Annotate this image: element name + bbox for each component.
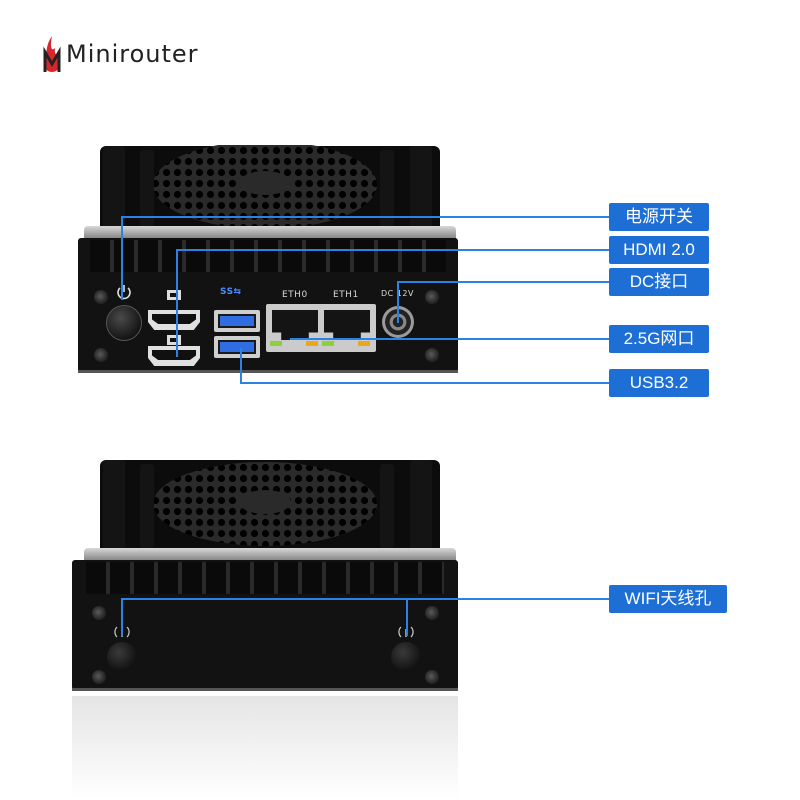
callout-line	[397, 281, 609, 283]
screw	[425, 670, 439, 684]
callout-line	[406, 598, 408, 636]
callout-lan: 2.5G网口	[609, 325, 709, 353]
callout-dc: DC接口	[609, 268, 709, 296]
case-edge	[78, 370, 458, 373]
eth1-led-activity	[358, 341, 370, 346]
screw	[425, 348, 439, 362]
screw	[94, 348, 108, 362]
screw	[425, 606, 439, 620]
usb-ss-icon: SS⇆	[220, 287, 242, 297]
heatsink-fin	[140, 150, 154, 230]
heatsink-fin	[103, 460, 125, 552]
screw	[92, 670, 106, 684]
callout-usb: USB3.2	[609, 369, 709, 397]
callout-line	[397, 281, 399, 323]
flame-logo-icon	[43, 36, 61, 72]
heatsink-fin	[103, 146, 125, 236]
screw	[425, 290, 439, 304]
hdmi-icon	[167, 288, 181, 300]
callout-line	[176, 249, 178, 357]
heatsink-fin	[380, 150, 394, 230]
power-button[interactable]	[106, 305, 142, 341]
wifi-antenna-hole-left[interactable]	[107, 642, 137, 672]
hdmi-port-1-slot	[152, 314, 196, 324]
floor-reflection	[72, 696, 458, 800]
logo-text: Minirouter	[66, 40, 199, 68]
brand-logo: Minirouter	[40, 34, 199, 74]
case-bevel	[84, 226, 456, 240]
eth1-led-link	[322, 341, 334, 346]
screw	[92, 606, 106, 620]
callout-line	[240, 382, 609, 384]
case-edge	[72, 688, 458, 691]
eth1-label: ETH1	[333, 290, 359, 300]
usb-port-2[interactable]	[214, 336, 260, 358]
usb-port-1[interactable]	[214, 310, 260, 332]
eth0-led-activity	[306, 341, 318, 346]
heatsink-fin	[410, 460, 432, 552]
callout-line	[121, 598, 609, 600]
case-bevel	[84, 548, 456, 562]
hdmi-port-2-slot	[152, 350, 196, 360]
vent-row	[90, 240, 446, 272]
callout-line	[290, 338, 609, 340]
eth0-label: ETH0	[282, 290, 308, 300]
callout-line	[121, 598, 123, 636]
power-icon	[117, 285, 131, 300]
heatsink-fin	[140, 464, 154, 548]
screw	[94, 290, 108, 304]
heatsink-fin	[410, 146, 432, 236]
heatsink-fin	[380, 464, 394, 548]
callout-line	[240, 348, 242, 384]
vent-row	[86, 562, 444, 594]
fan-grille	[153, 145, 377, 229]
callout-line	[176, 249, 609, 251]
hdmi-icon	[167, 333, 181, 345]
fan-grille	[153, 462, 377, 546]
callout-wifi: WIFI天线孔	[609, 585, 727, 613]
callout-line	[121, 216, 609, 218]
callout-hdmi: HDMI 2.0	[609, 236, 709, 264]
eth0-led-link	[270, 341, 282, 346]
callout-power-switch: 电源开关	[609, 203, 709, 231]
callout-line	[121, 216, 123, 300]
wifi-antenna-hole-right[interactable]	[391, 642, 421, 672]
